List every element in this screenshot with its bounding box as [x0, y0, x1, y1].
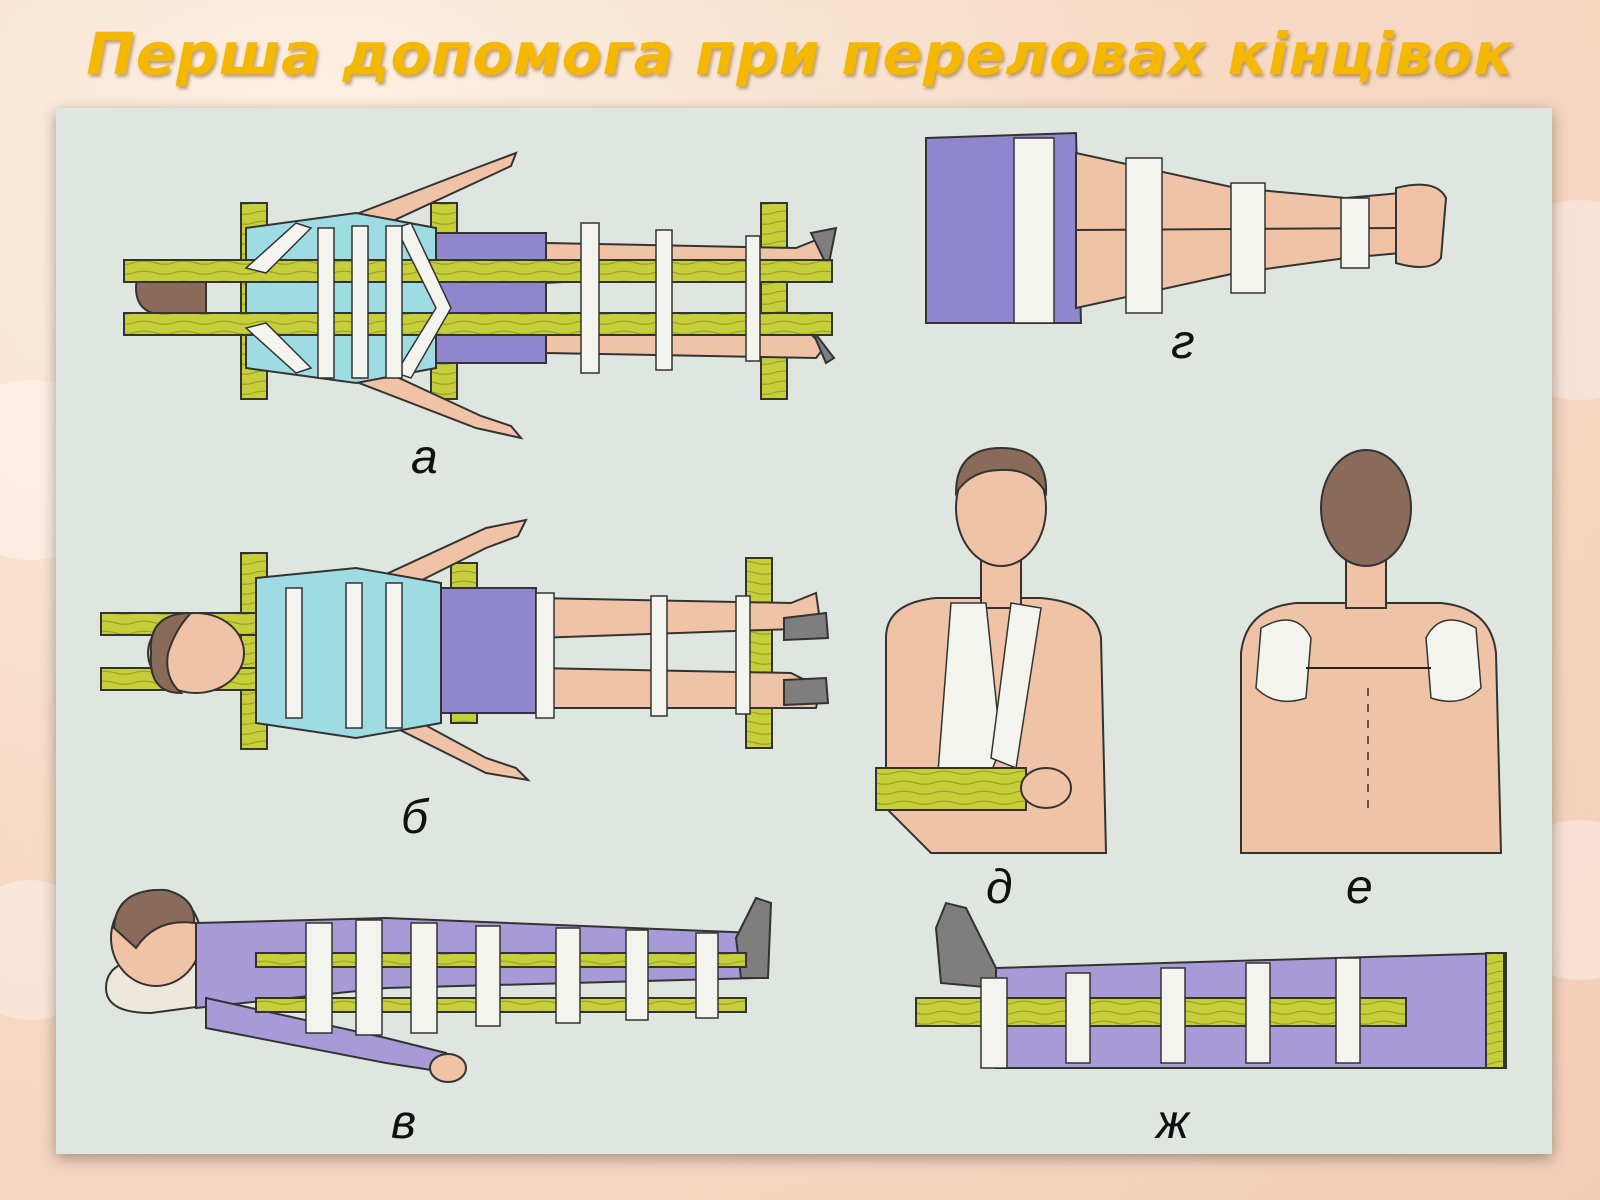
shorts [435, 232, 547, 364]
hair [149, 611, 194, 695]
figure-label-v: в [391, 1096, 416, 1149]
hand [1020, 767, 1072, 809]
feet [1395, 183, 1448, 268]
splint-board [1485, 952, 1505, 1069]
bandage [385, 582, 403, 729]
splint-board [875, 767, 1027, 811]
figure-label-d: д [986, 861, 1013, 914]
figure-b: б [100, 518, 830, 844]
shoulder-ring [1255, 619, 1312, 703]
hand [429, 1053, 467, 1083]
figure-label-e: е [1346, 861, 1373, 914]
bandage [385, 225, 403, 379]
shoe [783, 611, 830, 642]
bandage [1340, 197, 1370, 269]
shorts [440, 587, 537, 714]
bandage [317, 227, 335, 379]
bandage [244, 322, 313, 374]
splint-board [745, 557, 773, 749]
splint-board [123, 259, 833, 283]
figure-label-g: г [1171, 316, 1195, 369]
bandage [1065, 972, 1091, 1064]
leg [535, 666, 823, 709]
bandage [625, 929, 649, 1021]
bandage [1230, 182, 1266, 294]
bandage [555, 927, 581, 1024]
shorts [925, 131, 1083, 324]
bandage [355, 919, 383, 1036]
bandage [650, 595, 668, 717]
bandage [980, 977, 1008, 1069]
bandage [244, 222, 313, 274]
shoe [810, 327, 836, 365]
bandage [735, 595, 751, 715]
figure-d: д [875, 446, 1108, 914]
splint-board [123, 312, 833, 336]
slide-title: Перша допомога при переловах кінцівок [86, 20, 1514, 88]
figure-zh: ж [915, 901, 1507, 1149]
figure-v: в [104, 888, 773, 1149]
bandage [535, 592, 555, 719]
bandage [1013, 137, 1055, 324]
bandage [1335, 957, 1361, 1064]
figure-e: е [1240, 449, 1503, 914]
bandage [345, 582, 363, 729]
bandage [580, 222, 600, 374]
shoe [934, 901, 997, 990]
bandage [410, 922, 438, 1034]
bandage [655, 229, 673, 371]
figure-label-b: б [401, 791, 430, 844]
first-aid-illustration: а б [100, 131, 1507, 1149]
bandage [351, 225, 369, 379]
bandage [475, 925, 501, 1027]
bandage [305, 922, 333, 1034]
bandage [695, 932, 719, 1019]
shoe [809, 226, 838, 272]
bandage [1160, 967, 1186, 1064]
illustration-panel: а б [56, 108, 1552, 1154]
head-back [1320, 449, 1412, 567]
bandage [285, 587, 303, 719]
figure-label-zh: ж [1154, 1096, 1191, 1149]
figure-g: г [925, 131, 1448, 369]
shoulder-ring [1425, 619, 1482, 703]
leg [535, 591, 823, 640]
bandage [1245, 962, 1271, 1064]
bandage [1125, 157, 1163, 314]
hair [112, 888, 196, 950]
splint-board [760, 202, 788, 400]
shoe [783, 676, 830, 707]
figure-label-a: а [411, 431, 438, 484]
bandage [745, 235, 761, 362]
figure-a: а [123, 151, 838, 484]
hair [954, 446, 1048, 497]
